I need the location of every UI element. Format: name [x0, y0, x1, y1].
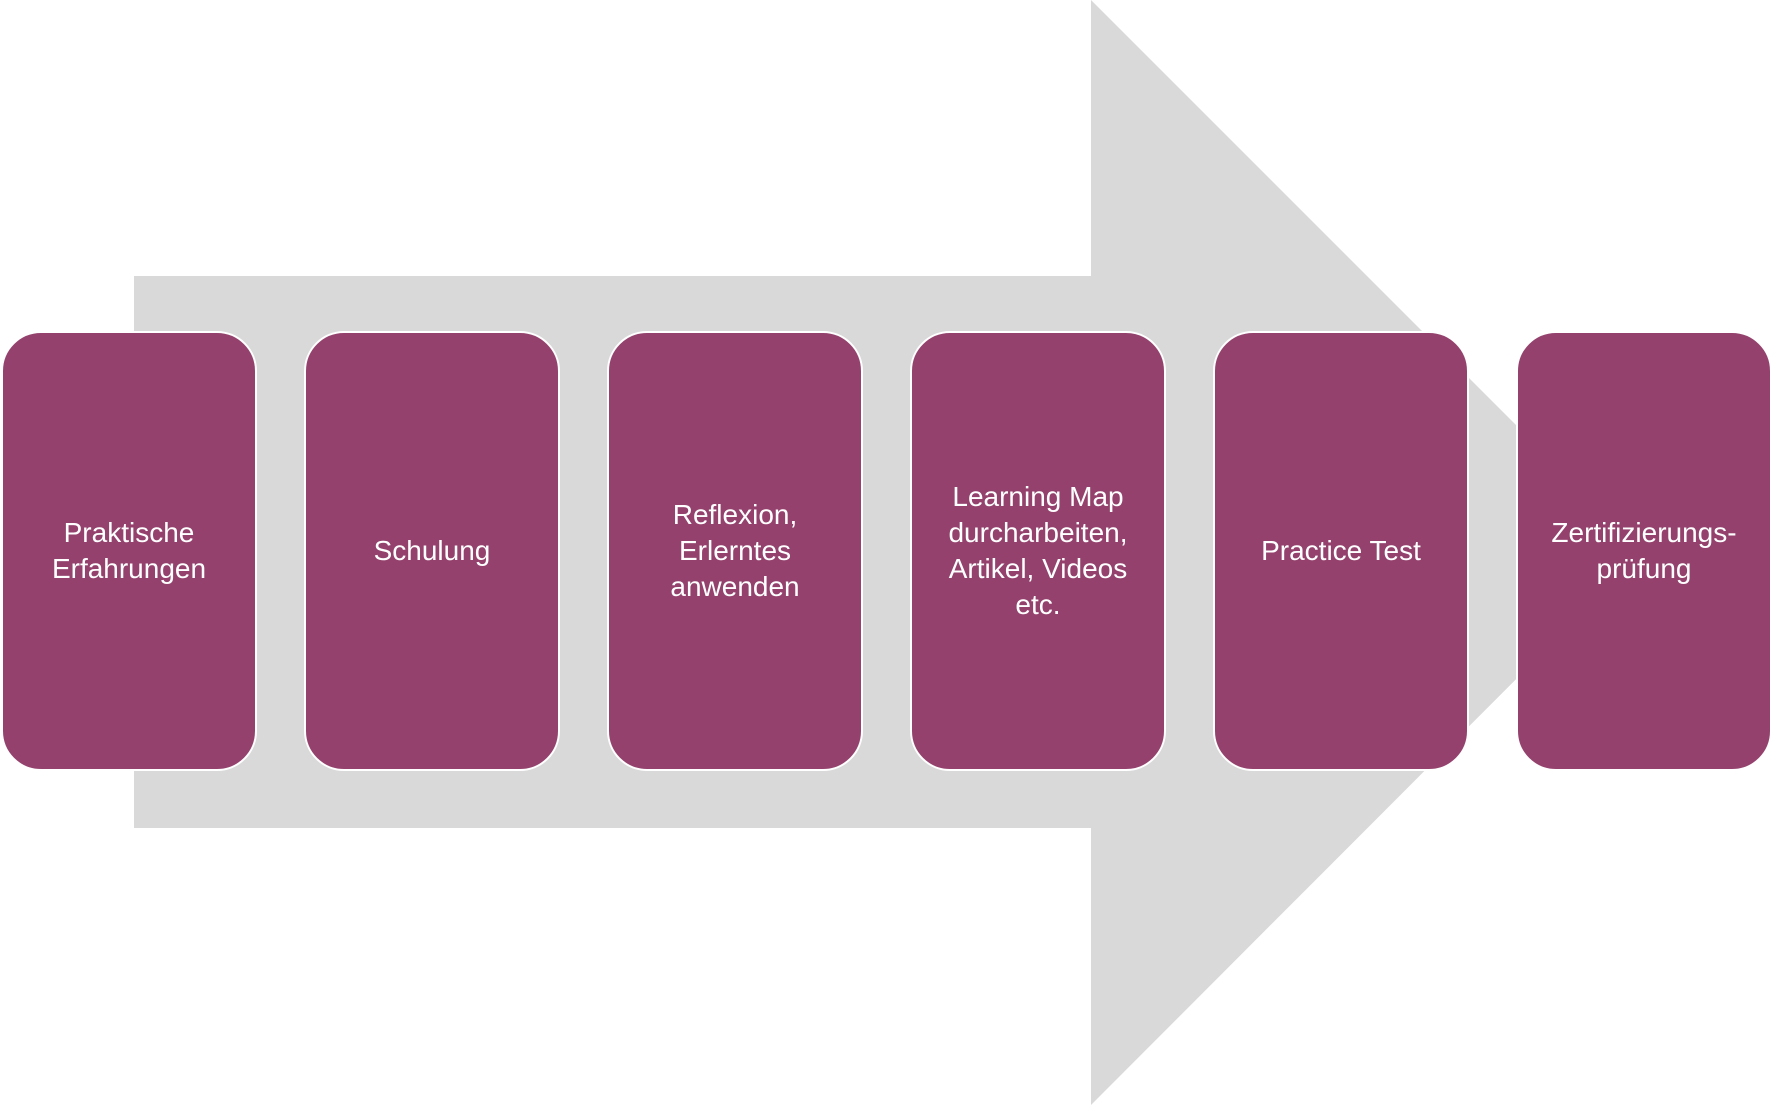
step-box-praktische-erfahrungen: Praktische Erfahrungen — [1, 331, 257, 771]
step-box-reflexion: Reflexion, Erlerntes anwenden — [607, 331, 863, 771]
step-label: Practice Test — [1261, 535, 1421, 566]
step-box-zertifizierungspruefung: Zertifizierungs- prüfung — [1516, 331, 1772, 771]
step-label: Learning Map durcharbeiten, Artikel, Vid… — [948, 481, 1128, 620]
arrow-polygon — [134, 0, 1643, 1105]
step-box-schulung: Schulung — [304, 331, 560, 771]
step-label: Praktische Erfahrungen — [51, 517, 207, 584]
step-label: Schulung — [373, 535, 491, 566]
step-label: Reflexion, Erlerntes anwenden — [670, 499, 800, 602]
step-box-practice-test: Practice Test — [1213, 331, 1469, 771]
step-label: Zertifizierungs- prüfung — [1551, 517, 1737, 584]
step-box-learning-map: Learning Map durcharbeiten, Artikel, Vid… — [910, 331, 1166, 771]
